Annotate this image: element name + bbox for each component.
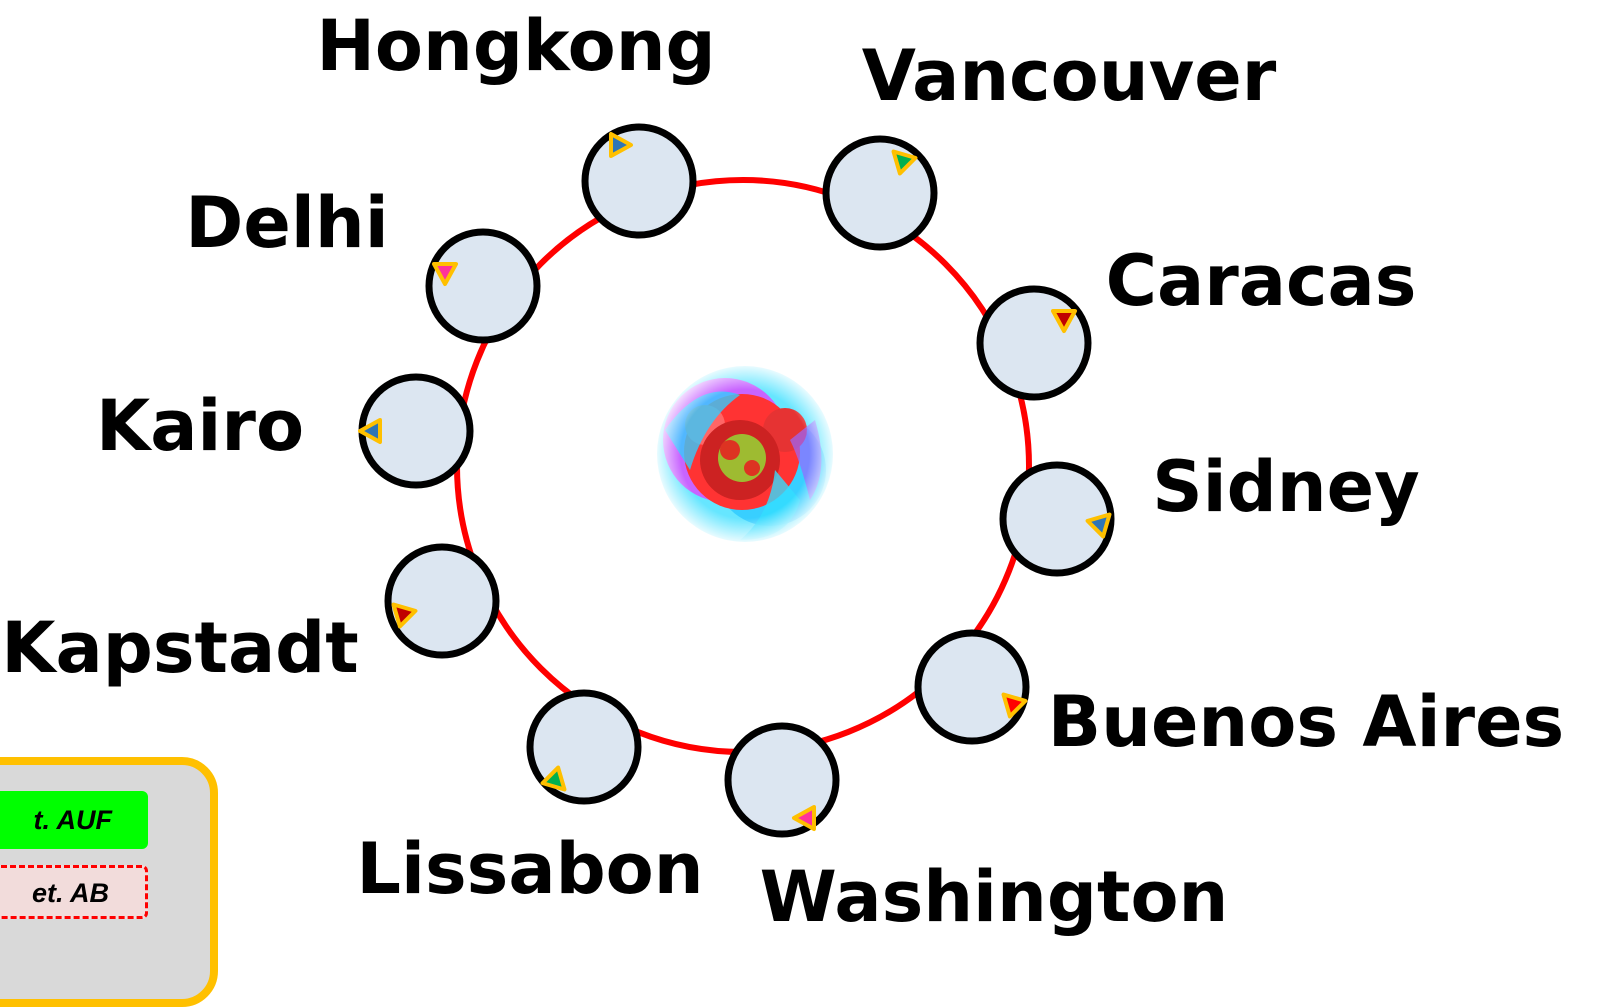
station-circle[interactable] (384, 543, 500, 659)
legend-down-button[interactable]: et. AB (0, 865, 148, 919)
station-vancouver[interactable] (822, 135, 938, 251)
city-label-kapstadt: Kapstadt (1, 607, 359, 689)
station-lissabon[interactable] (526, 689, 642, 805)
direction-marker-icon (609, 132, 633, 158)
direction-marker-icon (1001, 692, 1028, 719)
station-circle[interactable] (914, 629, 1030, 745)
city-label-buenos-aires: Buenos Aires (1047, 681, 1565, 763)
city-label-caracas: Caracas (1105, 240, 1417, 322)
direction-marker-icon (1085, 512, 1112, 539)
direction-marker-icon (358, 418, 382, 444)
station-circle[interactable] (581, 123, 697, 239)
city-label-delhi: Delhi (185, 182, 389, 264)
station-circle[interactable] (724, 722, 840, 838)
direction-marker-icon (891, 149, 918, 176)
station-circle[interactable] (822, 135, 938, 251)
station-circle[interactable] (999, 461, 1115, 577)
diagram-canvas (358, 123, 1117, 838)
station-delhi[interactable] (425, 228, 541, 344)
station-caracas[interactable] (976, 285, 1092, 401)
city-label-sidney: Sidney (1152, 446, 1420, 528)
direction-marker-icon (1051, 309, 1077, 333)
station-sidney[interactable] (999, 461, 1117, 577)
legend-panel: t. AUF et. AB (0, 757, 218, 1007)
station-kairo[interactable] (358, 373, 474, 489)
station-kapstadt[interactable] (384, 543, 500, 659)
station-buenos-aires[interactable] (914, 629, 1030, 745)
station-washington[interactable] (724, 722, 840, 838)
direction-marker-icon (391, 602, 418, 629)
city-label-lissabon: Lissabon (356, 828, 704, 910)
station-circle[interactable] (425, 228, 541, 344)
station-hongkong[interactable] (581, 123, 697, 239)
city-label-vancouver: Vancouver (861, 35, 1277, 117)
direction-marker-icon (792, 805, 816, 831)
station-circle[interactable] (976, 285, 1092, 401)
direction-marker-icon (540, 765, 567, 792)
city-label-washington: Washington (759, 856, 1229, 938)
legend-up-button[interactable]: t. AUF (0, 791, 148, 849)
direction-marker-icon (432, 262, 458, 286)
city-label-kairo: Kairo (95, 385, 305, 467)
city-label-hongkong: Hongkong (316, 5, 716, 87)
center-flower-image (653, 362, 837, 546)
